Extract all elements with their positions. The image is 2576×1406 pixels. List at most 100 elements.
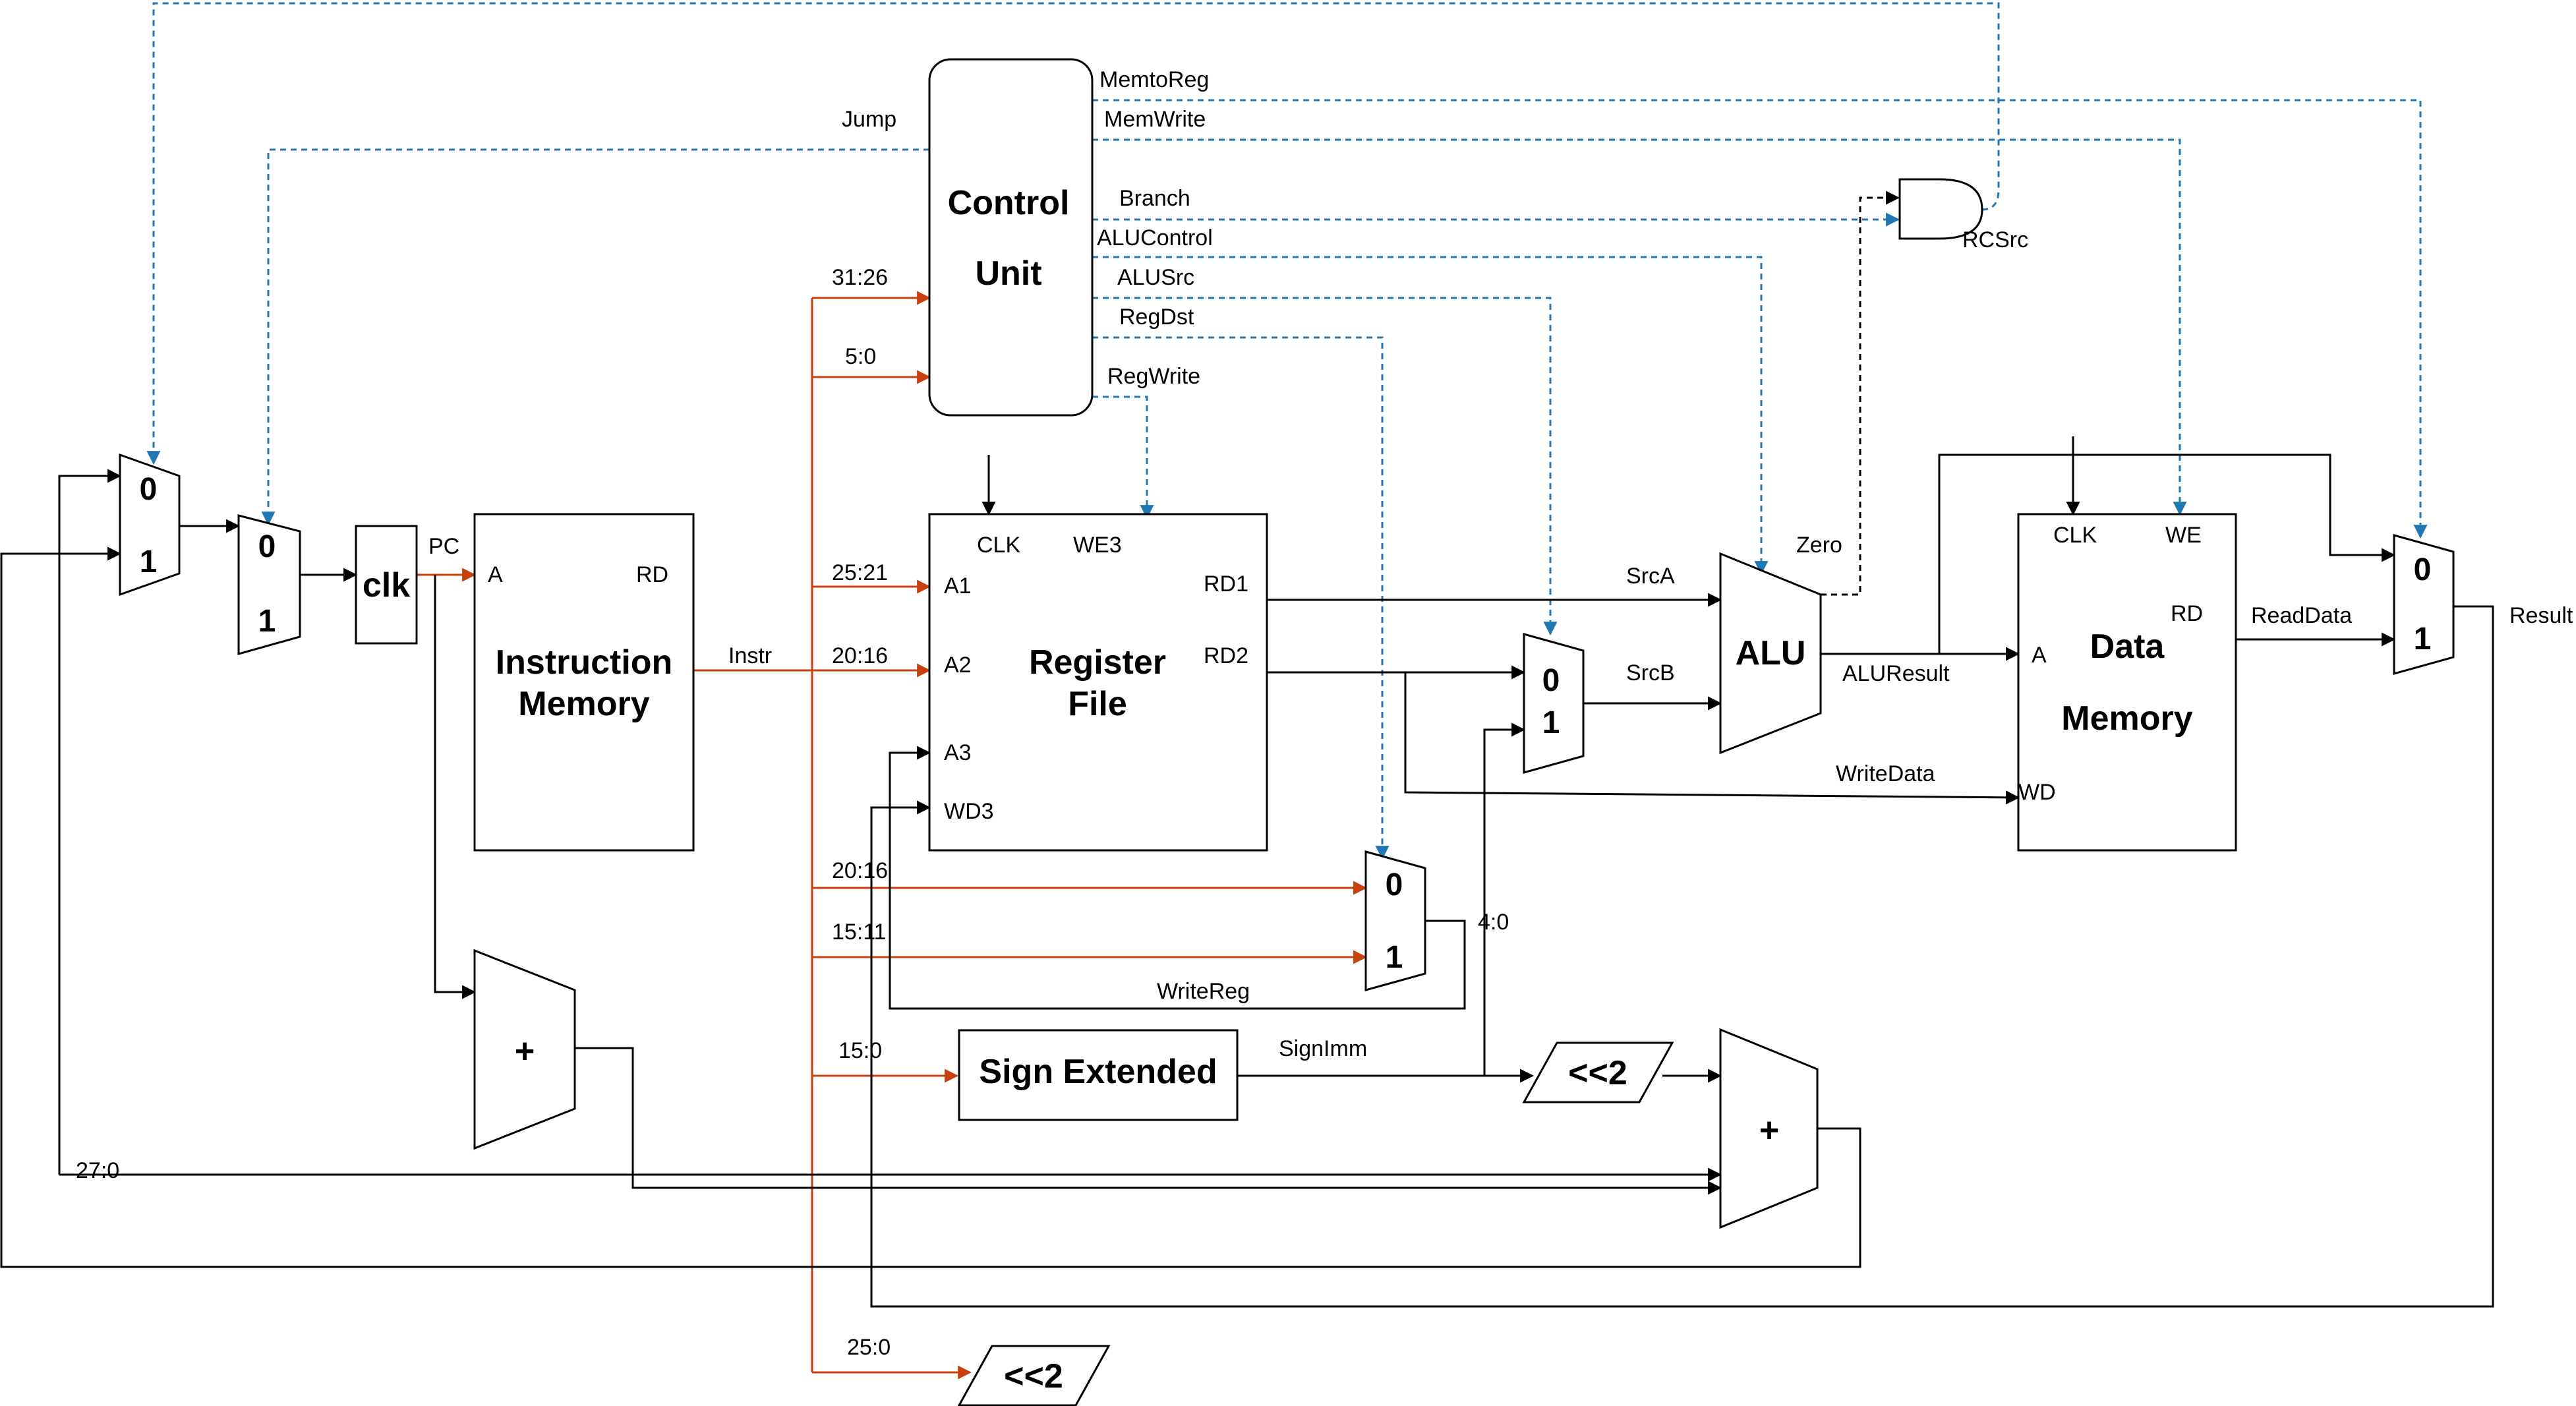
rs-bits-label: 25:21: [832, 560, 888, 585]
rf-wd3-port: WD3: [944, 799, 994, 824]
control-wires: [146, 2, 2428, 860]
rd-bits-label: 15:11: [832, 920, 887, 945]
pc-register: clk: [355, 525, 418, 645]
mux-jump-shape: [119, 453, 181, 597]
regdst-wire: [1092, 336, 1390, 860]
memtoreg-wire: [1092, 99, 2428, 539]
mux-regdst-in0: 0: [1386, 867, 1403, 902]
writedata-label: WriteData: [1836, 761, 1935, 786]
mux-regdst-shape: [1364, 850, 1426, 991]
mux-regdst-in1: 1: [1386, 940, 1403, 975]
mux-memtoreg: 0 1: [2393, 534, 2455, 675]
regwrite-wire: [1092, 395, 1154, 519]
jump-target-wire: [58, 469, 122, 1175]
rt-dest-bits-label: 20:16: [832, 858, 888, 883]
branch-adder-shape: [1719, 1028, 1819, 1229]
data-memory-title-2: Memory: [2061, 699, 2192, 738]
and-gate-shape: [1898, 178, 1983, 240]
dm-we-port: WE: [2165, 523, 2202, 548]
dm-wd-port: WD: [2018, 780, 2056, 805]
control-signal-labels: MemtoReg MemWrite Jump Branch ALUControl…: [842, 67, 2028, 389]
pc-to-adder-wire: [434, 575, 477, 999]
rf-we3-port: WE3: [1073, 533, 1122, 558]
shift-left-imm-shape: [1522, 1041, 1674, 1103]
instr-label: Instr: [728, 643, 772, 668]
branch-adder-label: +: [1759, 1111, 1779, 1150]
rf-rd2-port: RD2: [1204, 643, 1248, 668]
writereg-label: WriteReg: [1157, 979, 1250, 1004]
readdata-label: ReadData: [2251, 603, 2352, 628]
mux-pcsrc-in1: 1: [258, 604, 276, 639]
dm-a-port: A: [2032, 643, 2047, 668]
mux-memtoreg-shape: [2393, 534, 2455, 675]
signal-labels: PC Instr SrcA SrcB Zero ALU Result WriteD…: [428, 533, 2573, 1061]
control-unit-title-1: Control: [948, 184, 1070, 222]
mux-jump-in0: 0: [140, 472, 158, 507]
imem-rd-port: RD: [636, 562, 668, 587]
control-unit-box: [928, 58, 1094, 417]
pcsrc-label: RCSrc: [1962, 227, 2028, 252]
register-file: Register File CLK WE3 A1 A2 A3 WD3 RD1 R…: [928, 513, 1268, 852]
alu: ALU: [1719, 552, 1822, 755]
srcb-label: SrcB: [1626, 660, 1675, 686]
memwrite-wire: [1092, 138, 2187, 516]
mux-jump: 0 1: [119, 453, 181, 597]
branch-target-wire: [0, 546, 1861, 1268]
rf-rd1-port: RD1: [1204, 571, 1248, 597]
pc-register-box: [355, 525, 418, 645]
mux-memtoreg-in0: 0: [2414, 552, 2432, 587]
writereg-wire: [889, 746, 1466, 1010]
sign-extend: Sign Extended: [958, 1029, 1239, 1121]
pc-adder-shape: [473, 949, 576, 1150]
mux-pcsrc: 0 1: [237, 514, 301, 655]
dm-rd-port: RD: [2171, 601, 2203, 626]
imm-bits-label: 15:0: [838, 1038, 882, 1063]
imem-a-port: A: [488, 562, 503, 587]
instruction-memory: Instruction Memory A RD: [473, 513, 695, 852]
alucontrol-wire: [1092, 256, 1769, 575]
mux-alusrc-in0: 0: [1542, 663, 1560, 698]
register-file-title-2: File: [1068, 685, 1127, 723]
funct-bits-label: 5:0: [845, 344, 876, 369]
pc-register-label: clk: [363, 566, 410, 604]
jump-wire: [261, 148, 929, 526]
datapath-wires: [0, 190, 2494, 1308]
addr-bits-label: 25:0: [847, 1335, 891, 1360]
data-memory-box: [2017, 513, 2237, 852]
mux-pcsrc-in0: 0: [258, 529, 276, 564]
pcsrc-wire: [146, 2, 2000, 465]
mux-alusrc-in1: 1: [1542, 705, 1560, 740]
signimm-label: SignImm: [1279, 1036, 1367, 1061]
aluresult-bypass-wire: [1938, 454, 2396, 654]
shift-left-imm: <<2: [1522, 1041, 1674, 1103]
mux-pcsrc-shape: [237, 514, 301, 655]
opcode-bits-label: 31:26: [832, 265, 888, 290]
alu-shape: [1719, 552, 1822, 755]
memwrite-label: MemWrite: [1104, 107, 1206, 132]
pc-label: PC: [428, 534, 459, 559]
result-label: Result: [2509, 603, 2573, 628]
branch-label: Branch: [1119, 186, 1190, 211]
instruction-memory-title-1: Instruction: [496, 643, 673, 682]
jump-addr-bits-label: 27:0: [76, 1158, 119, 1183]
shift-left-jump-label: <<2: [1004, 1357, 1063, 1395]
rt-bits-label: 20:16: [832, 643, 888, 668]
regdst-label: RegDst: [1119, 305, 1194, 330]
alu-label: ALU: [1736, 634, 1806, 672]
sign-extend-title: Sign Extended: [979, 1053, 1217, 1091]
srca-label: SrcA: [1626, 564, 1675, 589]
instruction-memory-box: [473, 513, 695, 852]
shamt-bits-label: 4:0: [1478, 910, 1509, 935]
shift-left-jump-shape: [957, 1345, 1111, 1406]
mux-jump-in1: 1: [140, 544, 158, 579]
jump-label: Jump: [842, 107, 896, 132]
mux-alusrc-shape: [1523, 633, 1585, 774]
rf-clk-port: CLK: [977, 533, 1020, 558]
shift-left-imm-label: <<2: [1568, 1054, 1627, 1092]
zero-label: Zero: [1796, 533, 1842, 558]
zero-wire: [1821, 190, 1900, 596]
branch-and-gate: [1898, 178, 1983, 240]
bit-field-labels: 31:26 5:0 25:21 20:16 20:16 15:11 15:0 2…: [76, 265, 1509, 1360]
branch-adder: +: [1719, 1028, 1819, 1229]
